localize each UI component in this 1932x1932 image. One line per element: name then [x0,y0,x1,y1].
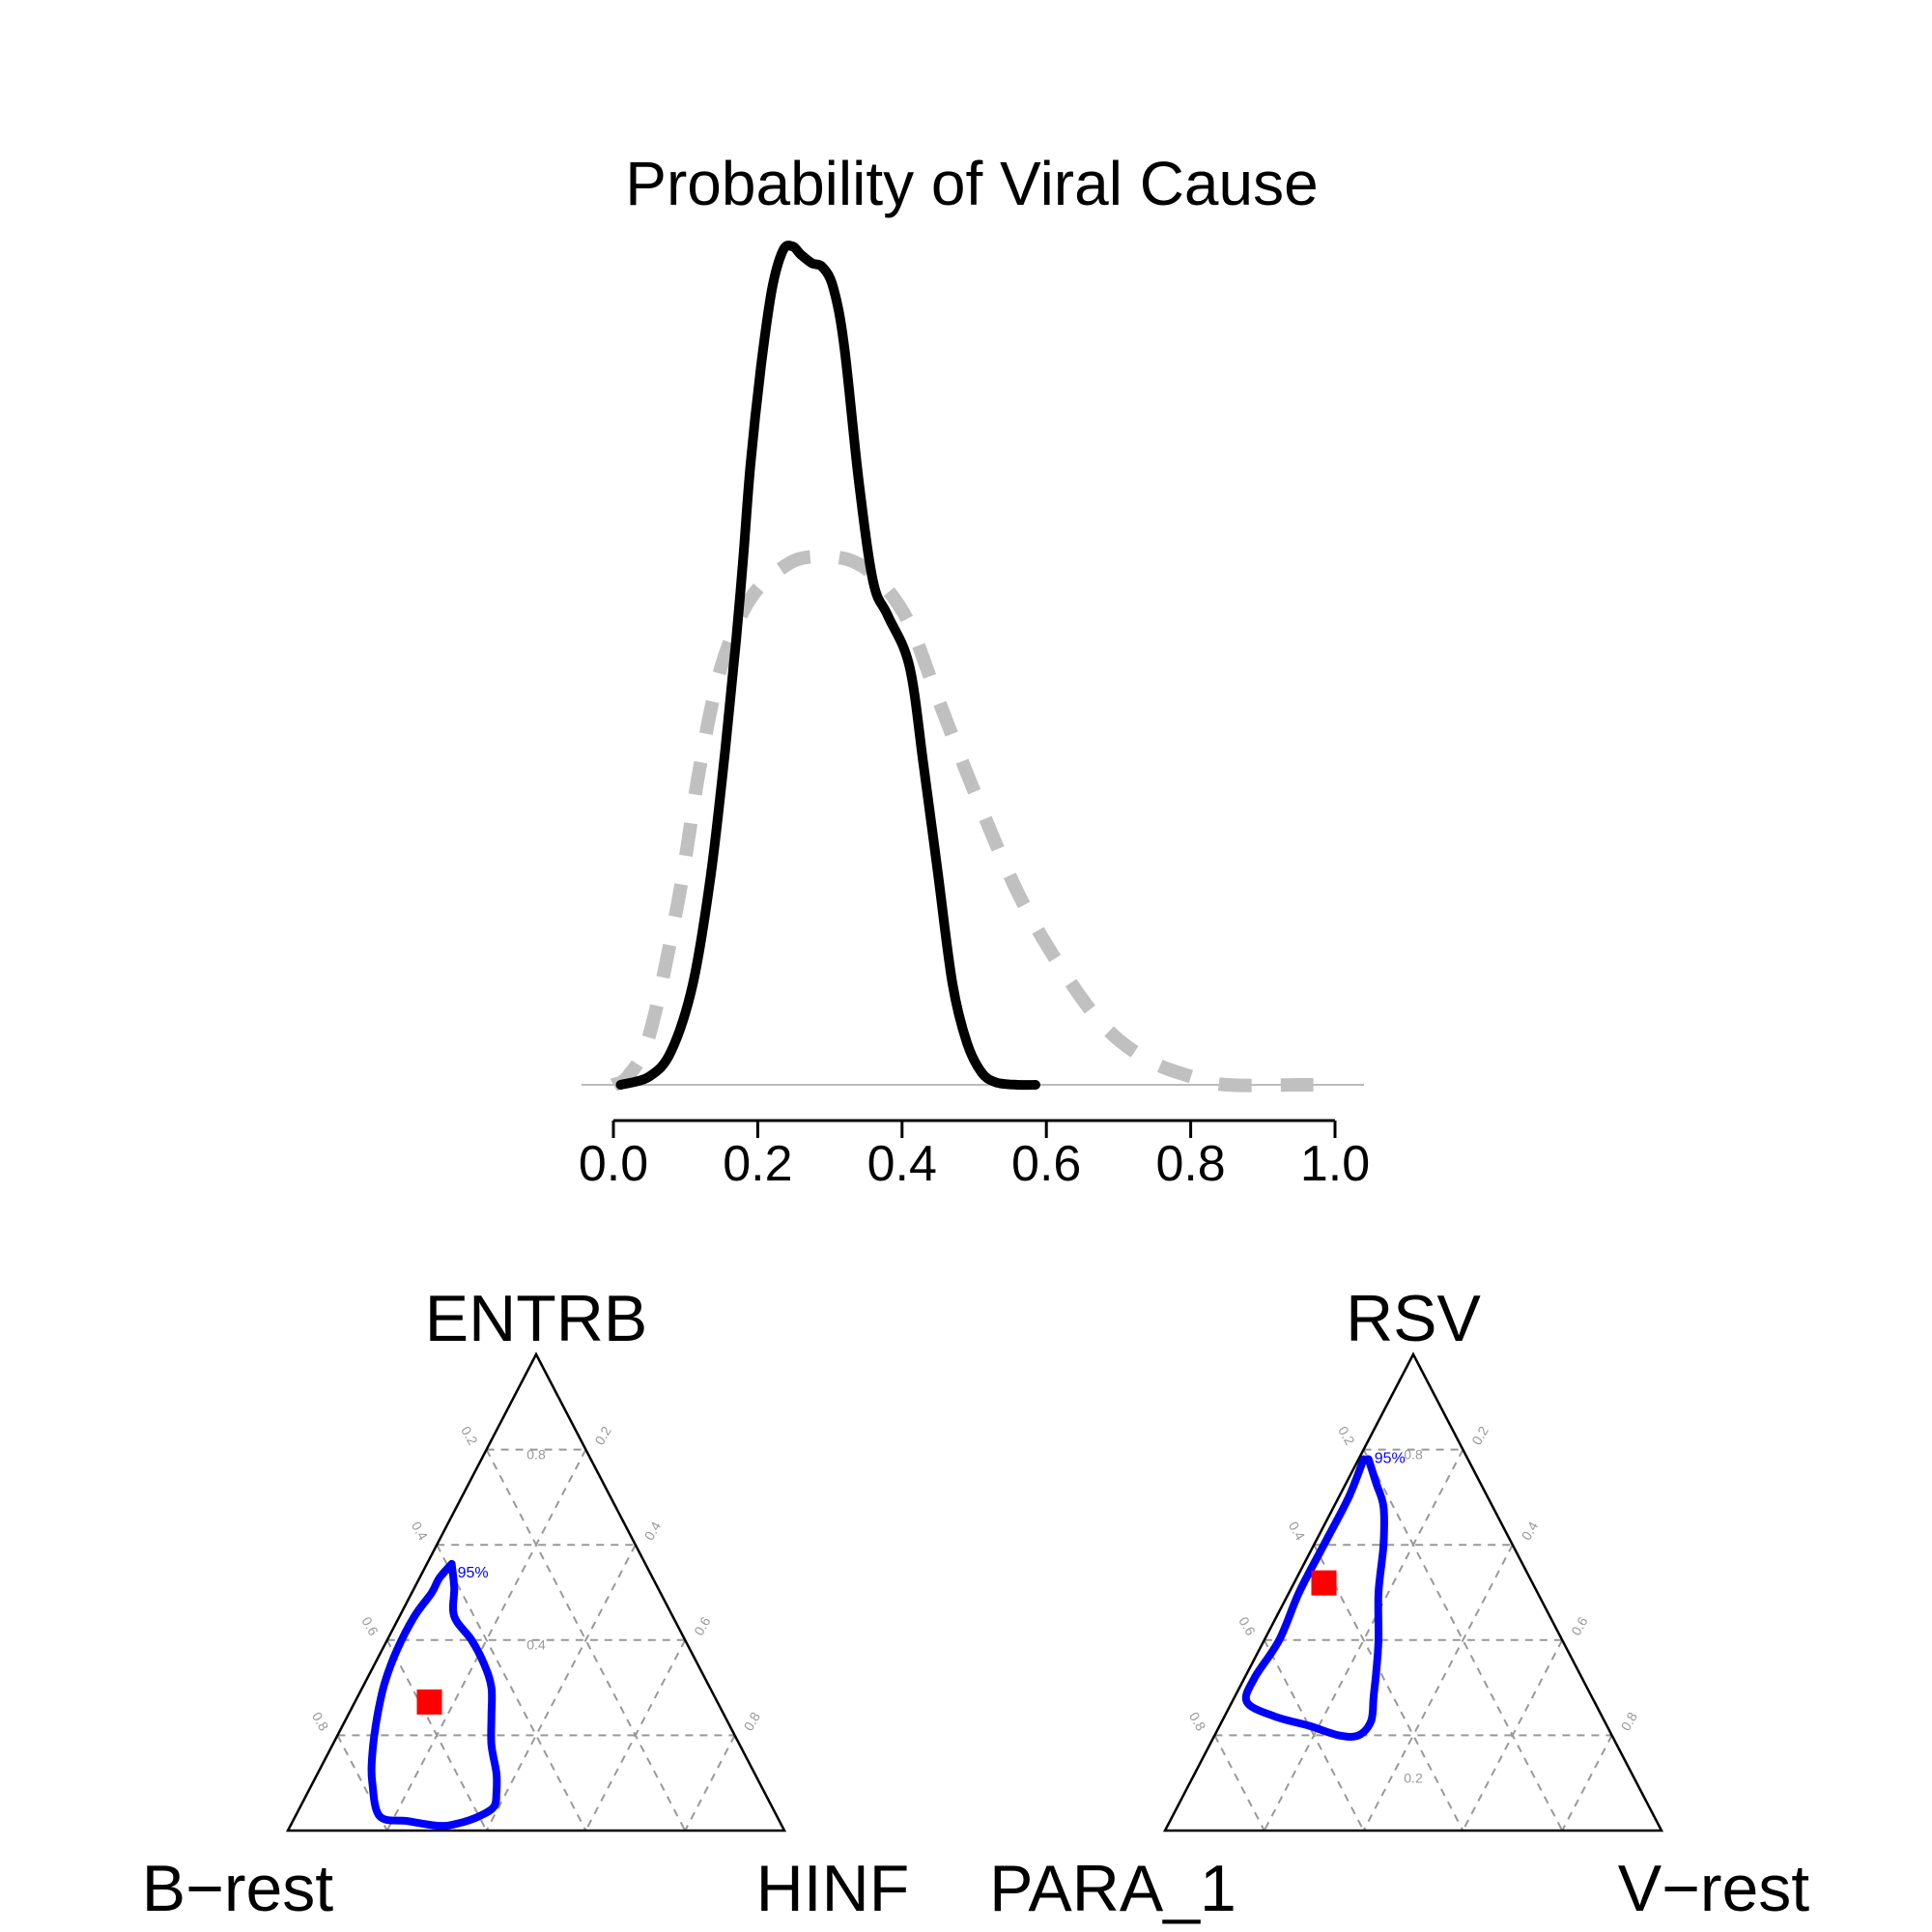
vertex-label-right: HINF [756,1852,910,1925]
ternary-grid [1213,1448,1613,1832]
grid-label: 0.6 [691,1614,714,1638]
vertex-label-left: PARA_1 [989,1852,1236,1925]
contour-label: 95% [1375,1450,1406,1466]
grid-line [385,1639,488,1832]
contour-label: 95% [458,1565,489,1581]
point-estimate-marker [416,1689,442,1715]
posterior-density-line [615,241,1040,1091]
grid-line [1313,1544,1464,1832]
ternary-plot-bacterial: 0.2 0.2 0.4 0.4 0.6 0.6 0.8 0.8 0.8 0.4 95% ENTRB… [142,1282,910,1925]
grid-label: 0.6 [1568,1614,1591,1638]
ternary-frame [285,1351,787,1833]
ternary-frame [1162,1351,1664,1833]
contour-95 [367,1559,501,1831]
grid-label: 0.2 [458,1424,481,1448]
chart-title: Probability of Viral Cause [625,149,1318,218]
grid-label: 0.4 [1286,1519,1309,1543]
grid-line [1561,1734,1613,1832]
x-axis: 0.0 0.2 0.4 0.6 0.8 1.0 [579,1119,1370,1192]
ternary-grid-labels: 0.2 0.2 0.4 0.4 0.6 0.6 0.8 0.8 0.8 0.4 [309,1423,763,1733]
x-tick-label: 0.2 [723,1136,792,1192]
grid-line [1263,1639,1365,1832]
grid-label: 0.8 [1404,1446,1423,1462]
grid-label: 0.2 [591,1423,614,1447]
grid-line [684,1734,736,1832]
grid-label: 0.8 [309,1709,332,1733]
grid-label: 0.6 [358,1614,382,1638]
grid-label: 0.8 [740,1709,763,1733]
contour-95 [1241,1455,1388,1741]
grid-label: 0.2 [1404,1771,1423,1786]
ternary-plot-viral: 0.2 0.2 0.4 0.4 0.6 0.6 0.8 0.8 0.8 0.2 95% RSV P… [989,1282,1809,1925]
x-tick-label: 0.0 [579,1136,648,1192]
vertex-label-right: V−rest [1618,1852,1810,1925]
x-tick-label: 0.6 [1011,1136,1081,1192]
grid-label: 0.8 [1617,1709,1640,1733]
grid-line [584,1639,687,1832]
grid-label: 0.2 [1335,1424,1358,1448]
vertex-label-top: ENTRB [425,1282,647,1355]
x-tick-label: 0.4 [867,1136,937,1192]
grid-label: 0.2 [1468,1423,1492,1447]
grid-line [1362,1544,1514,1832]
grid-label: 0.8 [1186,1709,1209,1733]
point-estimate-marker [1311,1570,1337,1596]
grid-label: 0.4 [526,1637,546,1653]
grid-label: 0.4 [409,1519,432,1543]
x-tick-label: 1.0 [1300,1136,1370,1192]
vertex-label-left: B−rest [142,1852,334,1925]
grid-label: 0.8 [526,1446,546,1462]
ternary-grid-labels: 0.2 0.2 0.4 0.4 0.6 0.6 0.8 0.8 0.8 0.2 [1186,1423,1640,1785]
grid-line [485,1544,637,1832]
x-tick-label: 0.8 [1155,1136,1225,1192]
grid-line [1213,1734,1265,1832]
ternary-grid [336,1448,736,1832]
prior-density-line [610,549,1314,1093]
vertex-label-top: RSV [1346,1282,1481,1355]
grid-label: 0.6 [1236,1614,1259,1638]
grid-label: 0.4 [1519,1519,1542,1543]
grid-line [436,1544,587,1832]
grid-label: 0.4 [641,1519,665,1543]
grid-line [1462,1639,1564,1832]
